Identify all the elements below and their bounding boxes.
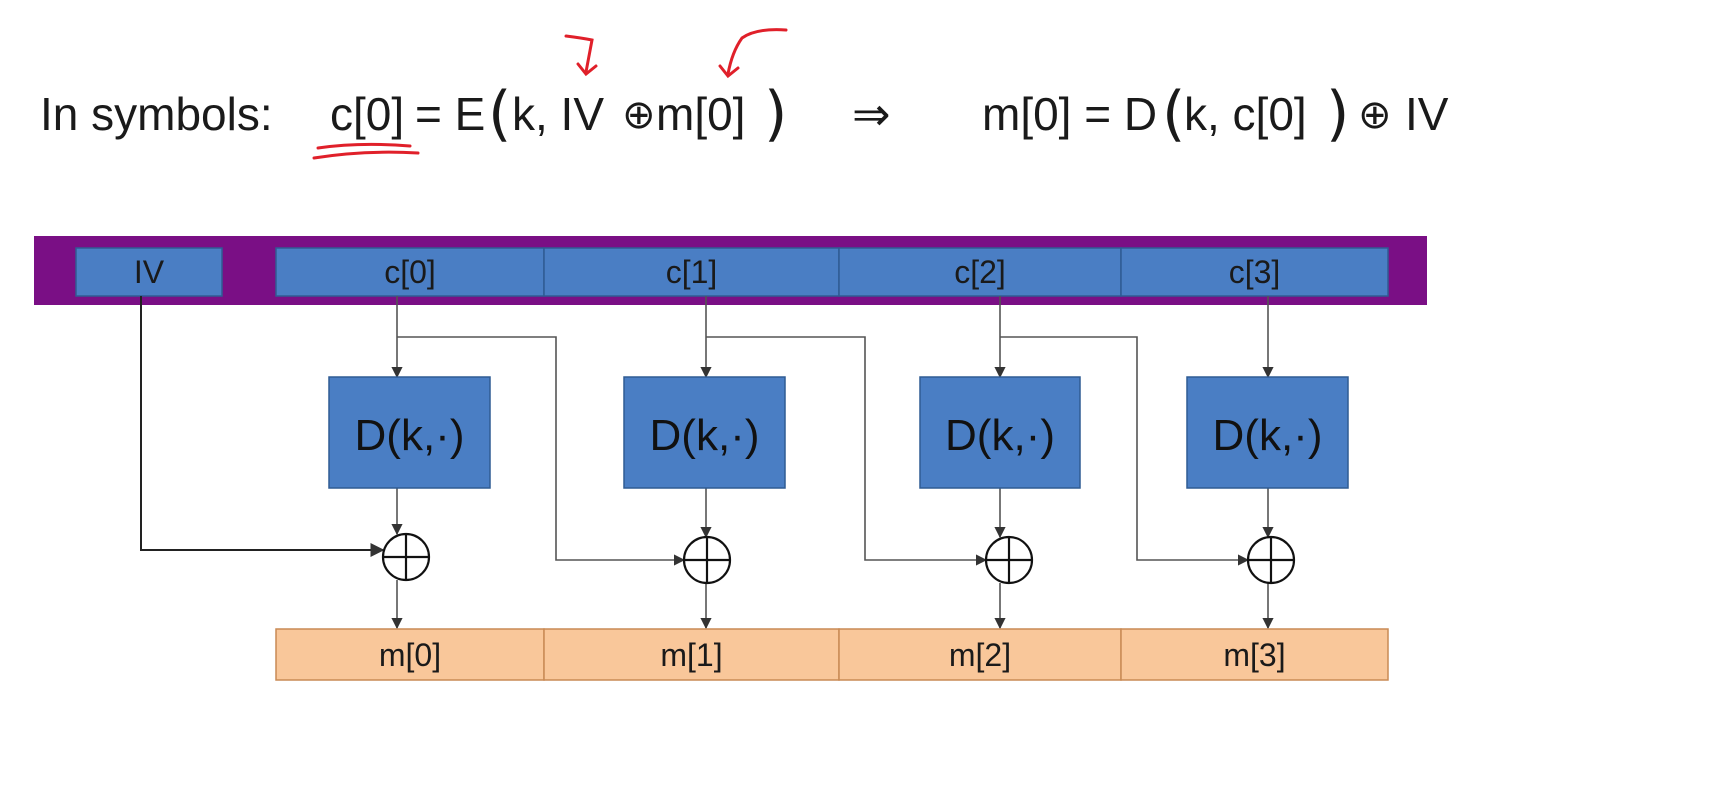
ciphertext-cell-3: c[3]	[1120, 247, 1389, 297]
close-paren: )	[1326, 79, 1349, 149]
decrypt-label-3: D(k,·)	[1213, 411, 1323, 460]
decrypt-block-2: D(k,·)	[919, 376, 1081, 489]
xor-nodes	[381, 532, 1296, 585]
equation-prefix: In symbols:	[40, 88, 273, 140]
encryption-args-message: m[0]	[656, 88, 745, 140]
ciphertext-cell-2: c[2]	[838, 247, 1122, 297]
wire-chain-cipher-0-to-xor-1	[397, 336, 686, 566]
decryption-iv: IV	[1405, 88, 1449, 140]
open-paren: (	[488, 79, 511, 149]
encryption-args-key-iv: k, IV	[512, 88, 604, 140]
decrypt-label-1: D(k,·)	[650, 411, 760, 460]
decryption-args: k, c[0]	[1184, 88, 1307, 140]
ciphertext-label-2: c[2]	[954, 254, 1006, 290]
decrypt-block-3: D(k,·)	[1186, 376, 1349, 489]
xor-icon	[984, 535, 1034, 585]
wiring	[140, 296, 1274, 630]
arrow-to-iv-icon	[564, 34, 594, 74]
xor-symbol: ⊕	[622, 92, 656, 138]
plaintext-label-1: m[1]	[660, 637, 722, 673]
underline-stroke-2	[312, 150, 420, 160]
plaintext-cell-0: m[0]	[275, 628, 545, 681]
encryption-lhs: c[0]	[330, 88, 404, 140]
iv-label: IV	[134, 254, 165, 290]
ciphertext-label-0: c[0]	[384, 254, 436, 290]
plaintext-cell-3: m[3]	[1120, 628, 1389, 681]
plaintext-label-2: m[2]	[949, 637, 1011, 673]
plaintext-cells: m[0] m[1] m[2] m[3]	[275, 628, 1389, 681]
ciphertext-cell-0: c[0]	[275, 247, 545, 297]
close-paren: )	[764, 79, 787, 149]
implies-symbol: ⇒	[852, 88, 891, 140]
plaintext-label-0: m[0]	[379, 637, 441, 673]
xor-icon	[682, 535, 732, 585]
xor-symbol: ⊕	[1358, 92, 1392, 138]
handwritten-annotations	[312, 28, 788, 160]
wire-chain-cipher-1-to-xor-2	[706, 336, 988, 566]
plaintext-cell-1: m[1]	[543, 628, 840, 681]
decrypt-block-1: D(k,·)	[623, 376, 786, 489]
decryption-lhs: m[0] = D	[982, 88, 1157, 140]
xor-icon	[1246, 535, 1296, 585]
equation-line: In symbols: c[0] = E ( k, IV ⊕ m[0] ) ⇒ …	[40, 79, 1449, 149]
decrypt-block-0: D(k,·)	[328, 376, 491, 489]
xor-icon	[381, 532, 431, 582]
iv-cell: IV	[75, 247, 223, 297]
ciphertext-cells: c[0] c[1] c[2] c[3]	[275, 247, 1389, 297]
open-paren: (	[1162, 79, 1185, 149]
ciphertext-label-3: c[3]	[1229, 254, 1281, 290]
underline-stroke-1	[316, 142, 412, 150]
decrypt-label-0: D(k,·)	[355, 411, 465, 460]
wire-iv-to-xor-0	[140, 296, 385, 557]
wire-chain-cipher-2-to-xor-3	[1000, 336, 1250, 566]
arrow-to-iv-head	[576, 62, 598, 77]
arrow-to-message-head	[718, 64, 740, 79]
encryption-function: = E	[415, 88, 485, 140]
decrypt-label-2: D(k,·)	[945, 411, 1055, 460]
decrypt-blocks: D(k,·) D(k,·) D(k,·) D(k,·)	[328, 376, 1349, 489]
arrow-to-message-icon	[726, 28, 788, 76]
plaintext-label-3: m[3]	[1223, 637, 1285, 673]
ciphertext-label-1: c[1]	[666, 254, 718, 290]
plaintext-cell-2: m[2]	[838, 628, 1122, 681]
ciphertext-cell-1: c[1]	[543, 247, 840, 297]
